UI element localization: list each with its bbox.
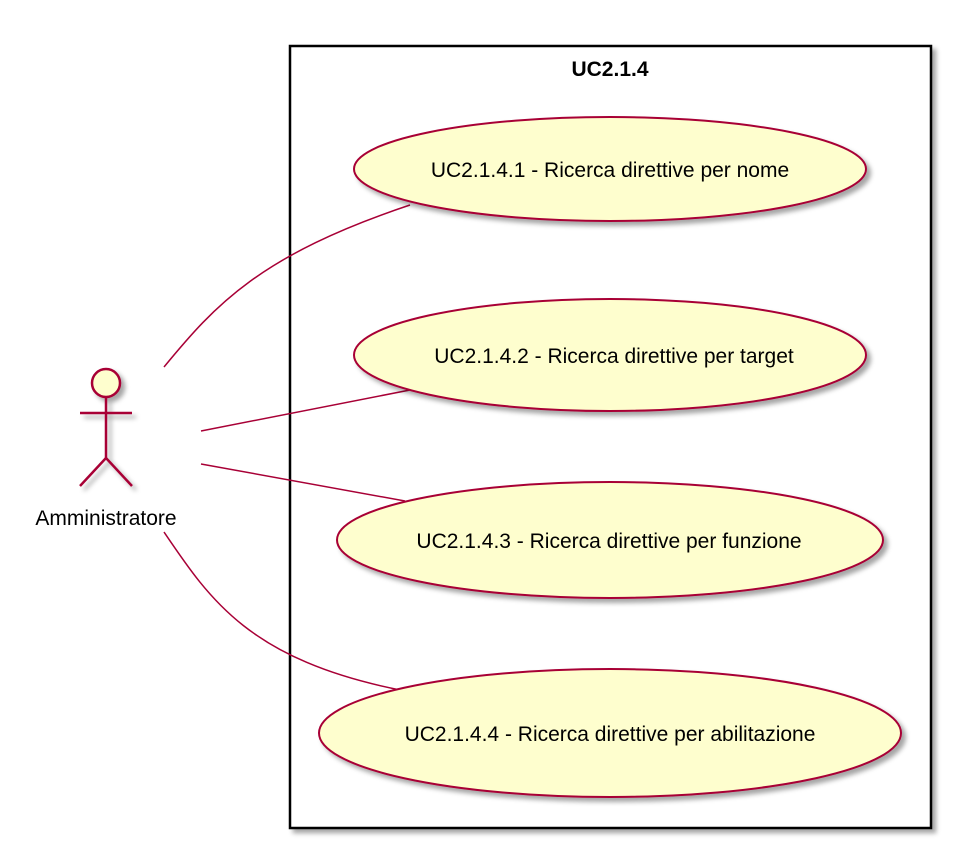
actor-amministratore[interactable]: Amministratore xyxy=(35,367,177,530)
connector-uc3 xyxy=(200,463,406,502)
use-case-1-label: UC2.1.4.1 - Ricerca direttive per nome xyxy=(431,159,789,182)
use-case-3[interactable]: UC2.1.4.3 - Ricerca direttive per funzio… xyxy=(336,481,884,599)
actor-label: Amministratore xyxy=(35,507,176,530)
connectors xyxy=(163,204,411,691)
use-case-4-label: UC2.1.4.4 - Ricerca direttive per abilit… xyxy=(405,723,816,746)
use-case-4-ellipse xyxy=(318,668,902,798)
actor-right-leg xyxy=(105,457,133,487)
actor-head xyxy=(90,367,122,399)
use-case-4[interactable]: UC2.1.4.4 - Ricerca direttive per abilit… xyxy=(318,668,902,798)
actor-left-leg xyxy=(79,457,107,487)
connector-uc1 xyxy=(163,204,411,368)
use-case-3-label: UC2.1.4.3 - Ricerca direttive per funzio… xyxy=(416,530,801,553)
use-case-2-ellipse xyxy=(353,298,867,412)
use-case-2[interactable]: UC2.1.4.2 - Ricerca direttive per target xyxy=(353,298,867,412)
system-title: UC2.1.4 xyxy=(571,58,648,81)
connector-uc2 xyxy=(200,389,411,432)
actor-stick-figure-icon xyxy=(79,367,133,487)
use-case-1-ellipse xyxy=(353,116,867,222)
use-case-2-label: UC2.1.4.2 - Ricerca direttive per target xyxy=(434,345,794,368)
connector-uc4 xyxy=(163,531,401,691)
use-case-3-ellipse xyxy=(336,481,884,599)
use-case-1[interactable]: UC2.1.4.1 - Ricerca direttive per nome xyxy=(353,116,867,222)
